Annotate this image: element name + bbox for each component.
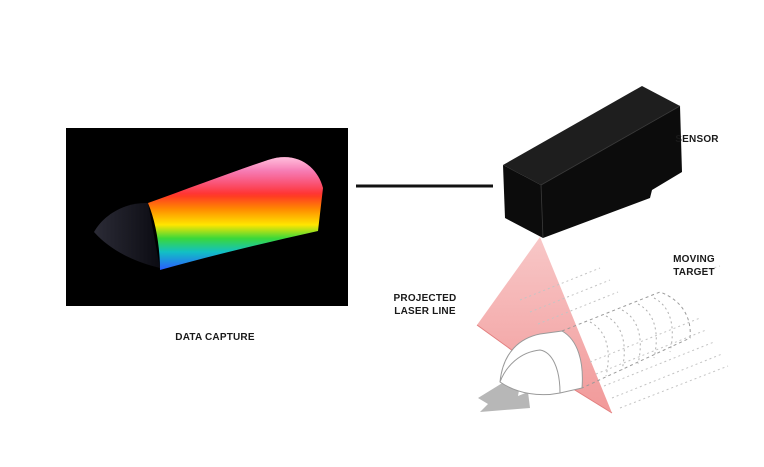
target-scan-rings bbox=[589, 297, 673, 377]
data-capture-label: DATA CAPTURE bbox=[175, 332, 255, 343]
scan-surface-endcap bbox=[94, 202, 160, 268]
moving-target bbox=[478, 265, 729, 412]
target-motion-line-extra bbox=[699, 265, 721, 273]
data-capture-panel bbox=[66, 128, 348, 306]
sensor-side-face bbox=[541, 106, 682, 238]
moving-target-label-line-2: TARGET bbox=[673, 267, 715, 278]
projected-laser-line-label-line-2: LASER LINE bbox=[394, 306, 456, 317]
target-front-section bbox=[499, 330, 583, 396]
sensor-edge-vertical bbox=[540, 184, 544, 239]
scan-surface-highlight bbox=[148, 157, 323, 270]
sensor-edge-top bbox=[540, 105, 681, 186]
moving-target-label: MOVING TARGET bbox=[662, 253, 726, 279]
sensor-label: SENSOR bbox=[675, 134, 719, 145]
sensor-unit bbox=[503, 86, 682, 239]
projected-laser-line-label: PROJECTED LASER LINE bbox=[380, 292, 470, 318]
moving-target-label-line-1: MOVING bbox=[673, 254, 715, 265]
projected-laser-line-label-line-1: PROJECTED bbox=[393, 293, 457, 304]
sensor-end-face bbox=[503, 165, 543, 238]
target-motion-lines bbox=[519, 267, 729, 409]
sensor-top-face bbox=[503, 86, 680, 185]
target-front-cap bbox=[499, 349, 561, 394]
